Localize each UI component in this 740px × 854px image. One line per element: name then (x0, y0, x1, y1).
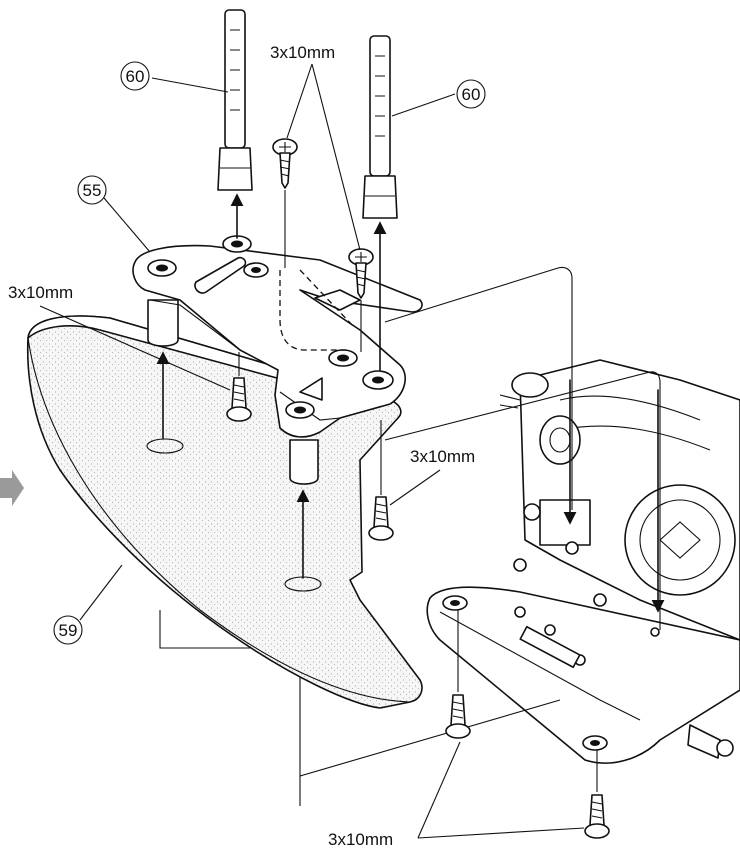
screw-top-left (272, 138, 298, 189)
callout-number: 60 (462, 85, 481, 104)
label-screw-right: 3x10mm (389, 447, 475, 506)
screw-bottom-right (584, 794, 610, 839)
svg-text:3x10mm: 3x10mm (328, 830, 393, 849)
chassis-assembly (426, 359, 740, 764)
label-screw-left: 3x10mm (8, 283, 231, 391)
svg-text:3x10mm: 3x10mm (270, 43, 335, 62)
svg-text:3x10mm: 3x10mm (8, 283, 73, 302)
chassis-plate (426, 586, 740, 764)
callout-60-left: 60 (120, 61, 229, 93)
gray-direction-arrow (0, 470, 24, 506)
assembly-arrows (156, 190, 665, 792)
boss-holes (147, 235, 394, 419)
callout-60-right: 60 (391, 79, 486, 117)
body-post-left (217, 9, 253, 191)
callout-55: 55 (77, 175, 151, 253)
callout-number: 60 (126, 67, 145, 86)
screw-left (226, 377, 252, 422)
screw-top-right (348, 248, 374, 299)
screw-bottom-left (445, 694, 471, 739)
screw-right (368, 496, 394, 541)
label-screw-bottom: 3x10mm (328, 741, 585, 849)
callout-number: 55 (83, 181, 102, 200)
body-post-right (362, 35, 398, 219)
callout-number: 59 (59, 621, 78, 640)
guide-frame-right (384, 266, 573, 323)
label-screw-top: 3x10mm (270, 43, 361, 251)
callout-59: 59 (53, 564, 123, 645)
svg-text:3x10mm: 3x10mm (410, 447, 475, 466)
bumper-brace (132, 235, 423, 485)
